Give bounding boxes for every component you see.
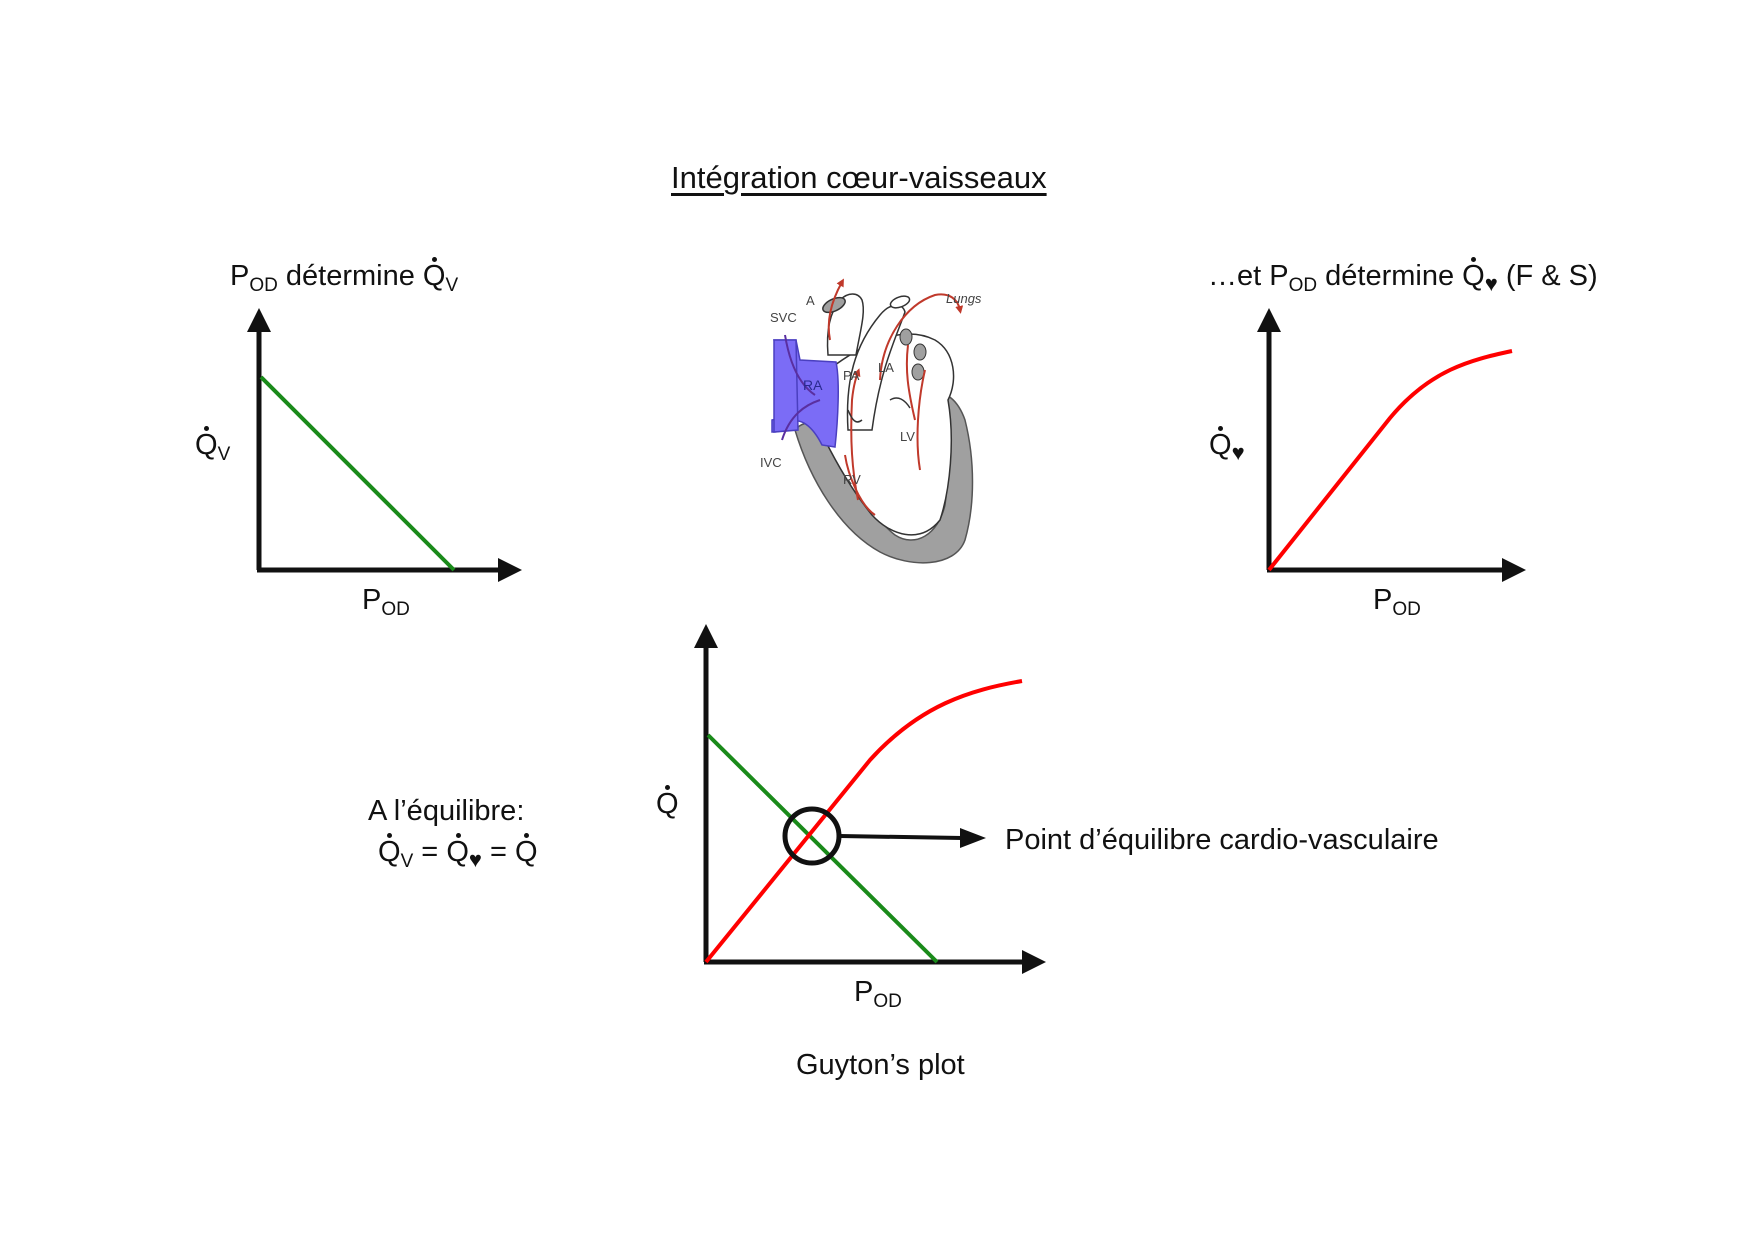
heart-illustration: A SVC RA PA LA Lungs LV RV IVC xyxy=(760,278,982,564)
pulmonary-vein-1 xyxy=(899,328,913,346)
y-axis-arrowhead xyxy=(247,308,271,332)
heart-symbol-sub: ♥ xyxy=(1484,271,1498,296)
flow-line xyxy=(879,293,964,381)
flow-line xyxy=(850,368,861,501)
label-ivc: IVC xyxy=(760,455,782,470)
cardiac-function-curve xyxy=(704,679,1023,964)
label-svc: SVC xyxy=(770,310,797,325)
label-pa: PA xyxy=(843,368,860,383)
graph-left-heading: POD détermine QV xyxy=(230,257,459,296)
graph-left-axes xyxy=(247,308,522,582)
ylabel-q-sub: V xyxy=(217,444,231,465)
heading-rest: détermine xyxy=(277,260,423,292)
valve xyxy=(847,409,863,423)
eq-q1-sub: V xyxy=(400,851,414,872)
graph-right-heading: …et POD détermine Q♥ (F & S) xyxy=(1208,257,1598,296)
xlabel-p: P xyxy=(854,976,874,1008)
aorta-opening xyxy=(822,296,846,314)
label-rv: RV xyxy=(843,472,861,487)
label-la: LA xyxy=(878,360,894,375)
heading-p: P xyxy=(230,260,250,292)
graph-left-xlabel: POD xyxy=(362,584,410,620)
label-ra: RA xyxy=(803,377,823,393)
eq-q2: Q xyxy=(446,833,469,868)
xlabel-p: P xyxy=(1373,584,1393,616)
guyton-xlabel: POD xyxy=(854,976,902,1012)
page-title: Intégration cœur-vaisseaux xyxy=(671,160,1047,195)
eq-q1: Q xyxy=(378,833,401,868)
equilibrium-arrow xyxy=(839,834,963,840)
flow-line xyxy=(827,278,844,341)
cardiac-function-curve xyxy=(1267,349,1513,572)
x-axis-arrowhead xyxy=(1502,558,1526,582)
graph-left-ylabel: QV xyxy=(195,426,231,465)
pulmonary-vein-2 xyxy=(913,343,927,361)
equilibrium-title: A l’équilibre: xyxy=(368,795,525,827)
y-axis-arrowhead xyxy=(1257,308,1281,332)
flow-line xyxy=(784,334,816,396)
equilibrium-equation: QV = Q♥ = Q xyxy=(378,833,538,872)
heading-prefix: …et P xyxy=(1208,260,1289,292)
y-axis-arrowhead xyxy=(694,624,718,648)
ylabel-q: Q xyxy=(1209,426,1232,461)
equilibrium-arrowhead xyxy=(960,828,986,848)
equilibrium-circle xyxy=(782,806,842,866)
eq-sign-2: = xyxy=(481,836,515,868)
label-lv: LV xyxy=(900,429,915,444)
eq-sign-1: = xyxy=(413,836,447,868)
xlabel-p-sub: OD xyxy=(873,991,902,1012)
valve xyxy=(889,397,911,409)
graph-right-xlabel: POD xyxy=(1373,584,1421,620)
xlabel-p-sub: OD xyxy=(1392,599,1421,620)
ylabel-q: Q xyxy=(656,785,679,820)
heading-p-sub: OD xyxy=(1288,275,1318,296)
xlabel-p-sub: OD xyxy=(381,599,410,620)
heading-p-sub: OD xyxy=(249,275,278,296)
heart-symbol-sub: ♥ xyxy=(1231,440,1245,465)
pa-opening xyxy=(889,295,911,309)
heading-suffix: (F & S) xyxy=(1497,260,1598,292)
ylabel-q: Q xyxy=(195,426,218,461)
graph-right-axes xyxy=(1257,308,1526,582)
heading-q: Q xyxy=(1462,257,1485,292)
guyton-axes xyxy=(694,624,1046,974)
heart-symbol-sub: ♥ xyxy=(468,847,482,872)
x-axis-arrowhead xyxy=(1022,950,1046,974)
label-a: A xyxy=(806,293,815,308)
venous-return-line xyxy=(706,733,939,964)
guyton-caption: Guyton’s plot xyxy=(796,1049,965,1081)
flow-line xyxy=(905,344,916,421)
venous-return-line xyxy=(259,375,456,572)
heading-q-sub: V xyxy=(445,275,459,296)
guyton-ylabel: Q xyxy=(656,785,679,820)
x-axis-arrowhead xyxy=(498,558,522,582)
heading-q: Q xyxy=(422,257,446,292)
flow-line xyxy=(781,399,821,441)
flow-line xyxy=(916,369,926,471)
xlabel-p: P xyxy=(362,584,382,616)
equilibrium-annotation: Point d’équilibre cardio-vasculaire xyxy=(1005,824,1439,856)
pulmonary-vein-3 xyxy=(911,363,925,381)
eq-q3: Q xyxy=(515,833,538,868)
heading-rest: détermine xyxy=(1317,260,1463,292)
flow-line xyxy=(844,454,876,516)
graph-right-ylabel: Q♥ xyxy=(1209,426,1245,465)
label-lungs: Lungs xyxy=(946,291,982,306)
